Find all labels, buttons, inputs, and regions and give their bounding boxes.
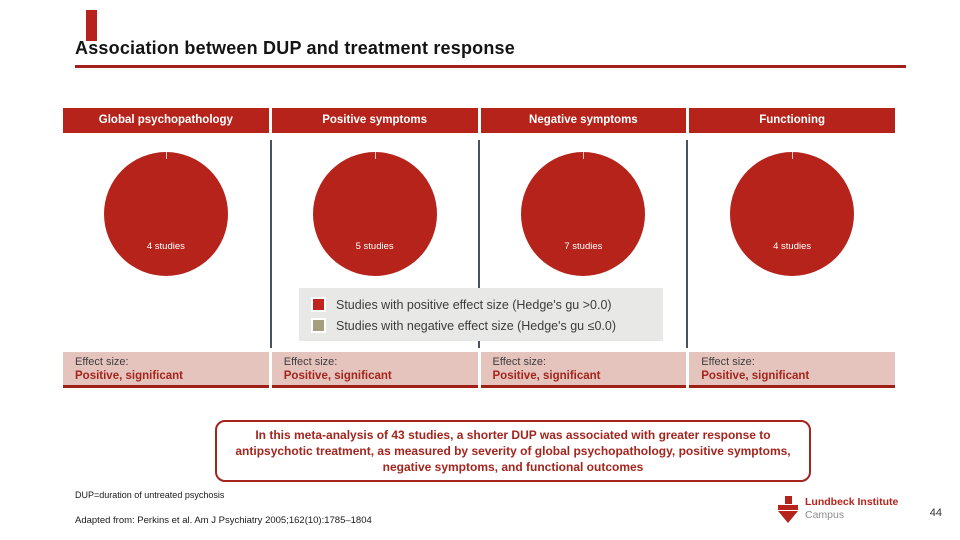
pie-seam [165,152,167,159]
column-header-row: Global psychopathology Positive symptoms… [63,108,895,133]
pie-chart-positive-symptoms: 5 studies [312,152,437,276]
pie-seam [583,152,585,159]
effect-size-box-global-psychopathology: Effect size: Positive, significant [63,352,269,388]
pie-label-studies-count: 7 studies [564,241,603,252]
effect-size-value: Positive, significant [492,370,601,382]
effect-size-label: Effect size: [492,356,547,368]
pie-label-studies-count: 5 studies [355,241,394,252]
legend-label-negative: Studies with negative effect size (Hedge… [336,318,617,333]
pie-chart-functioning: 4 studies [730,152,855,276]
column-header-positive-symptoms: Positive symptoms [271,108,478,133]
effect-size-box-functioning: Effect size: Positive, significant [689,352,895,388]
pie-cell: 5 studies [272,152,478,277]
column-header-functioning: Functioning [689,108,895,133]
logo-line1: Lundbeck Institute [805,496,899,508]
pie-label-studies-count: 4 studies [773,241,812,252]
corner-accent-bar [86,10,97,41]
pie-label-studies-count: 4 studies [146,241,185,252]
summary-box: In this meta-analysis of 43 studies, a s… [215,420,811,482]
logo-line2: Campus [805,509,845,521]
effect-size-box-positive-symptoms: Effect size: Positive, significant [271,352,478,388]
effect-size-label: Effect size: [75,356,129,368]
footnote-reference: Adapted from: Perkins et al. Am J Psychi… [75,515,372,526]
logo-triangle [778,511,798,523]
effect-size-label: Effect size: [283,356,338,368]
pie-seam [374,152,376,159]
pie-seam [792,152,794,159]
column-divider [478,140,480,348]
legend-swatch-positive-icon [311,297,326,312]
column-divider [686,140,688,348]
effect-size-row: Effect size: Positive, significant Effec… [63,352,895,388]
pie-cell: 4 studies [63,152,269,277]
column-header-negative-symptoms: Negative symptoms [480,108,687,133]
column-header-global-psychopathology: Global psychopathology [63,108,269,133]
legend-swatch-negative-icon [311,318,326,333]
effect-size-value: Positive, significant [75,370,183,382]
pie-chart-row: 4 studies 5 studies 7 studies 4 studies [63,152,895,277]
logo-bar [778,505,798,510]
page-title: Association between DUP and treatment re… [75,38,515,58]
pie-chart-global-psychopathology: 4 studies [103,152,228,276]
legend: Studies with positive effect size (Hedge… [299,288,663,341]
legend-row-positive: Studies with positive effect size (Hedge… [311,294,663,315]
lundbeck-logo-icon [778,496,798,523]
lundbeck-logo: Lundbeck Institute Campus [778,496,898,523]
effect-size-value: Positive, significant [701,370,810,382]
column-divider [270,140,272,348]
effect-size-label: Effect size: [701,356,755,368]
pie-cell: 7 studies [481,152,687,277]
page-number: 44 [929,507,942,519]
title-underline [75,65,906,68]
footnote-abbreviation: DUP=duration of untreated psychosis [75,490,225,500]
legend-label-positive: Studies with positive effect size (Hedge… [336,297,612,312]
logo-text: Lundbeck Institute Campus [805,496,898,521]
pie-chart-negative-symptoms: 7 studies [521,152,646,276]
pie-cell: 4 studies [689,152,895,277]
legend-row-negative: Studies with negative effect size (Hedge… [311,315,663,336]
logo-stem [784,496,792,504]
effect-size-value: Positive, significant [283,370,392,382]
effect-size-box-negative-symptoms: Effect size: Positive, significant [480,352,687,388]
summary-text: In this meta-analysis of 43 studies, a s… [235,428,791,474]
